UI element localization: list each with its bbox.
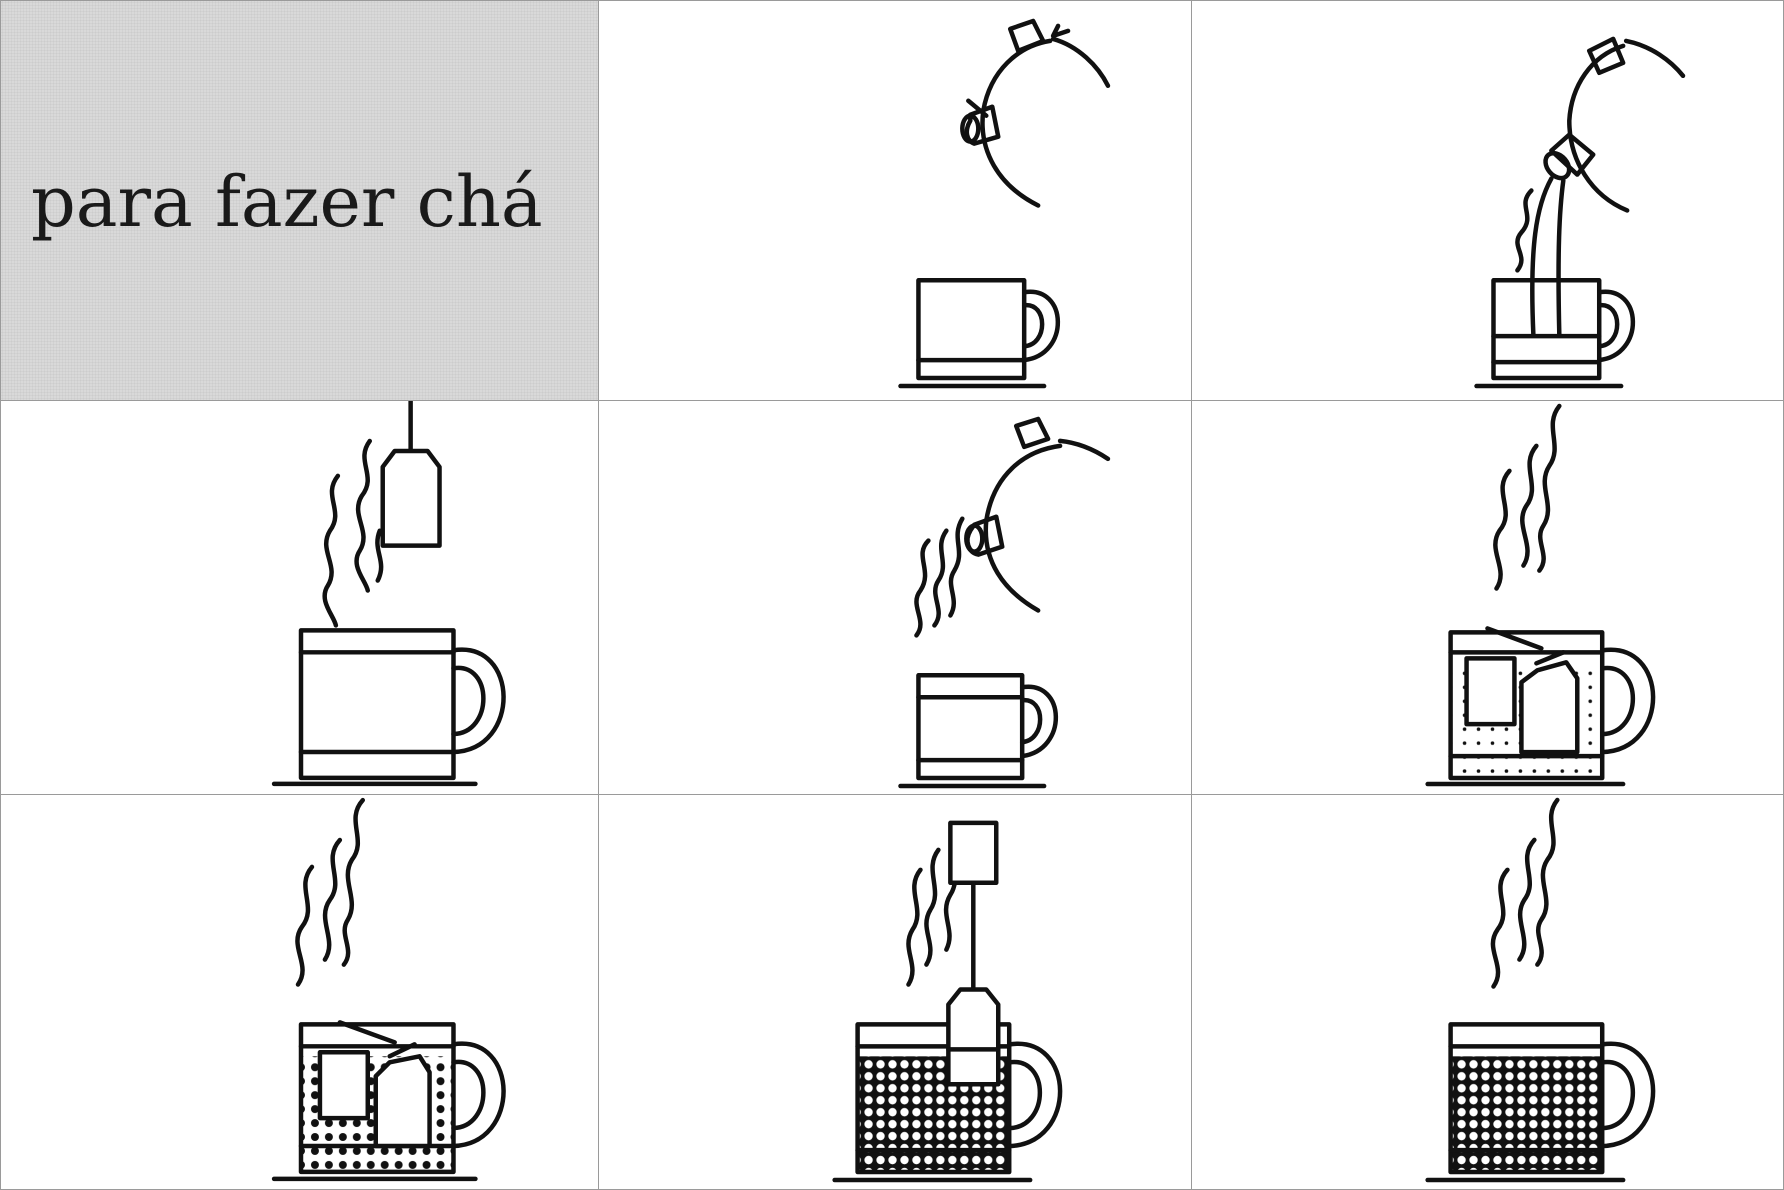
kettle-icon [962,21,1108,206]
tea-bag-icon [383,401,440,546]
tea-bag-icon [948,823,998,1084]
steam-icon [325,441,381,625]
step-3-panel [0,401,599,795]
water-stream-icon [1532,179,1563,336]
mug-icon [900,675,1055,786]
step-5-panel [1192,401,1784,795]
steam-icon [1517,191,1531,271]
step-7-panel [599,795,1192,1190]
tea-bag-icon [1521,652,1577,752]
title-panel: para fazer chá [0,0,599,401]
step-4-panel [599,401,1192,795]
step-7-illustration [599,795,1191,1189]
step-6-illustration [1,795,598,1189]
mug-icon [1477,280,1633,386]
steam-icon [297,800,362,984]
page-title: para fazer chá [31,161,543,243]
step-3-illustration [1,401,598,794]
step-8-illustration [1192,795,1783,1189]
step-4-illustration [599,401,1191,794]
kettle-icon [966,419,1108,611]
step-2-panel [1192,0,1784,401]
steam-icon [1493,800,1557,987]
mug-icon [274,630,503,783]
step-5-illustration [1192,401,1783,794]
steam-icon [916,519,962,636]
steam-icon [1495,406,1559,589]
mug-icon [1428,1024,1653,1180]
step-1-illustration [599,1,1191,400]
step-2-illustration [1192,1,1783,400]
step-8-panel [1192,795,1784,1190]
step-6-panel [0,795,599,1190]
step-1-panel [599,0,1192,401]
empty-mug-icon [900,280,1057,386]
